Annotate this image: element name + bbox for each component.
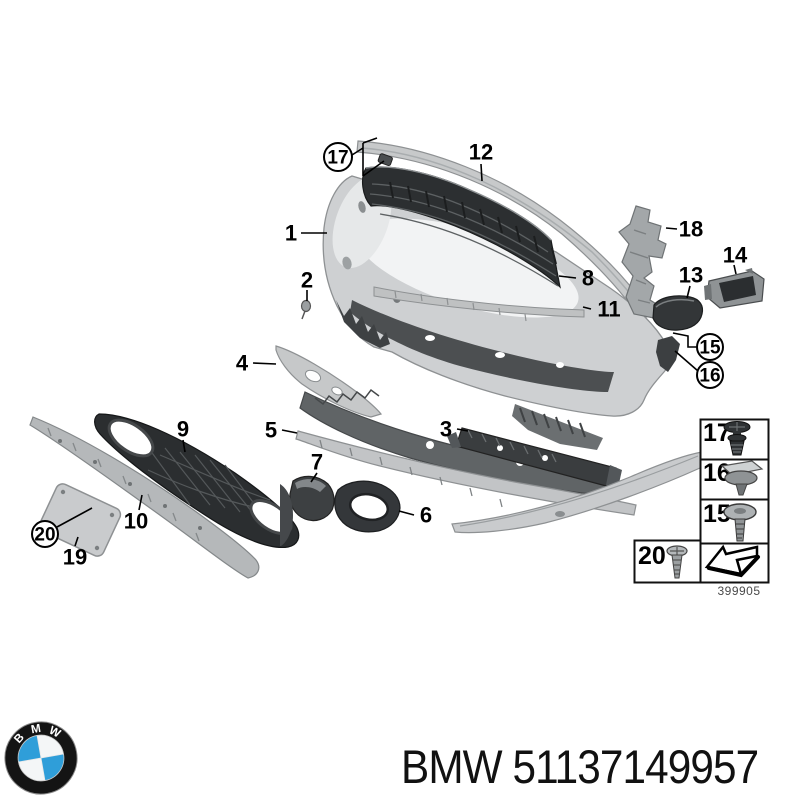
- expanding-rivet-icon: [723, 421, 751, 456]
- callout-19: 19: [63, 545, 87, 570]
- part-14-duct-housing: [704, 268, 765, 309]
- direction-arrow-icon: [704, 544, 760, 578]
- callout-4: 4: [236, 351, 249, 376]
- part-13-duct: [652, 295, 704, 331]
- part-5-trim-strip: [295, 430, 637, 519]
- callout-8: 8: [582, 266, 594, 291]
- legend-cell-20: [633, 539, 702, 584]
- part-6-fog-bezel: [334, 480, 401, 533]
- logo-quadrants: [17, 734, 65, 782]
- callout-20-circled: 20: [31, 520, 59, 548]
- callout-15-circled: 15: [696, 333, 724, 361]
- part-2-clip: [300, 299, 312, 320]
- callout-7: 7: [311, 450, 323, 475]
- callout-17-label: 17: [327, 148, 348, 169]
- leader-lines: [56, 137, 737, 547]
- callout-9: 9: [177, 417, 189, 442]
- callout-12: 12: [469, 140, 493, 165]
- legend-label-20: 20: [638, 542, 666, 570]
- legend-label-16: 16: [703, 459, 731, 487]
- fastener-legend: 17 16 15 20: [633, 418, 770, 598]
- callout-10: 10: [124, 509, 148, 534]
- washer-screw-icon: [723, 503, 757, 542]
- callout-14: 14: [723, 243, 748, 268]
- callout-16-circled: 16: [696, 361, 724, 389]
- callout-11: 11: [597, 297, 620, 322]
- callout-16-label: 16: [699, 366, 720, 387]
- bmw-logo: B M W: [4, 721, 78, 795]
- left-bezel-fragment: [280, 484, 293, 546]
- part-10-support-strip: [29, 416, 260, 579]
- part-1-bumper-cover: [322, 175, 680, 450]
- part-7-fog-cover: [289, 475, 335, 522]
- callout-17-circled: 17: [323, 142, 353, 172]
- callout-6: 6: [420, 503, 432, 528]
- part-4-lower-trim: [275, 345, 383, 418]
- callout-3: 3: [440, 417, 452, 442]
- callout-15-label: 15: [699, 338, 721, 359]
- diagram-code: 399905: [717, 584, 760, 598]
- part-number-text: BMW 51137149957: [401, 740, 759, 793]
- callout-13: 13: [679, 263, 703, 288]
- screw-icon: [666, 545, 688, 579]
- grommet-icon: [720, 460, 764, 496]
- callout-5: 5: [265, 418, 277, 443]
- part-18-bracket: [618, 205, 667, 319]
- part-11-trim-strip: [373, 286, 585, 322]
- callout-18: 18: [679, 217, 703, 242]
- part-8-upper-grille: [361, 166, 561, 289]
- callout-1: 1: [285, 221, 297, 246]
- callout-2: 2: [301, 268, 313, 293]
- callout-20-label: 20: [34, 525, 55, 546]
- logo-letter-m: M: [30, 722, 42, 736]
